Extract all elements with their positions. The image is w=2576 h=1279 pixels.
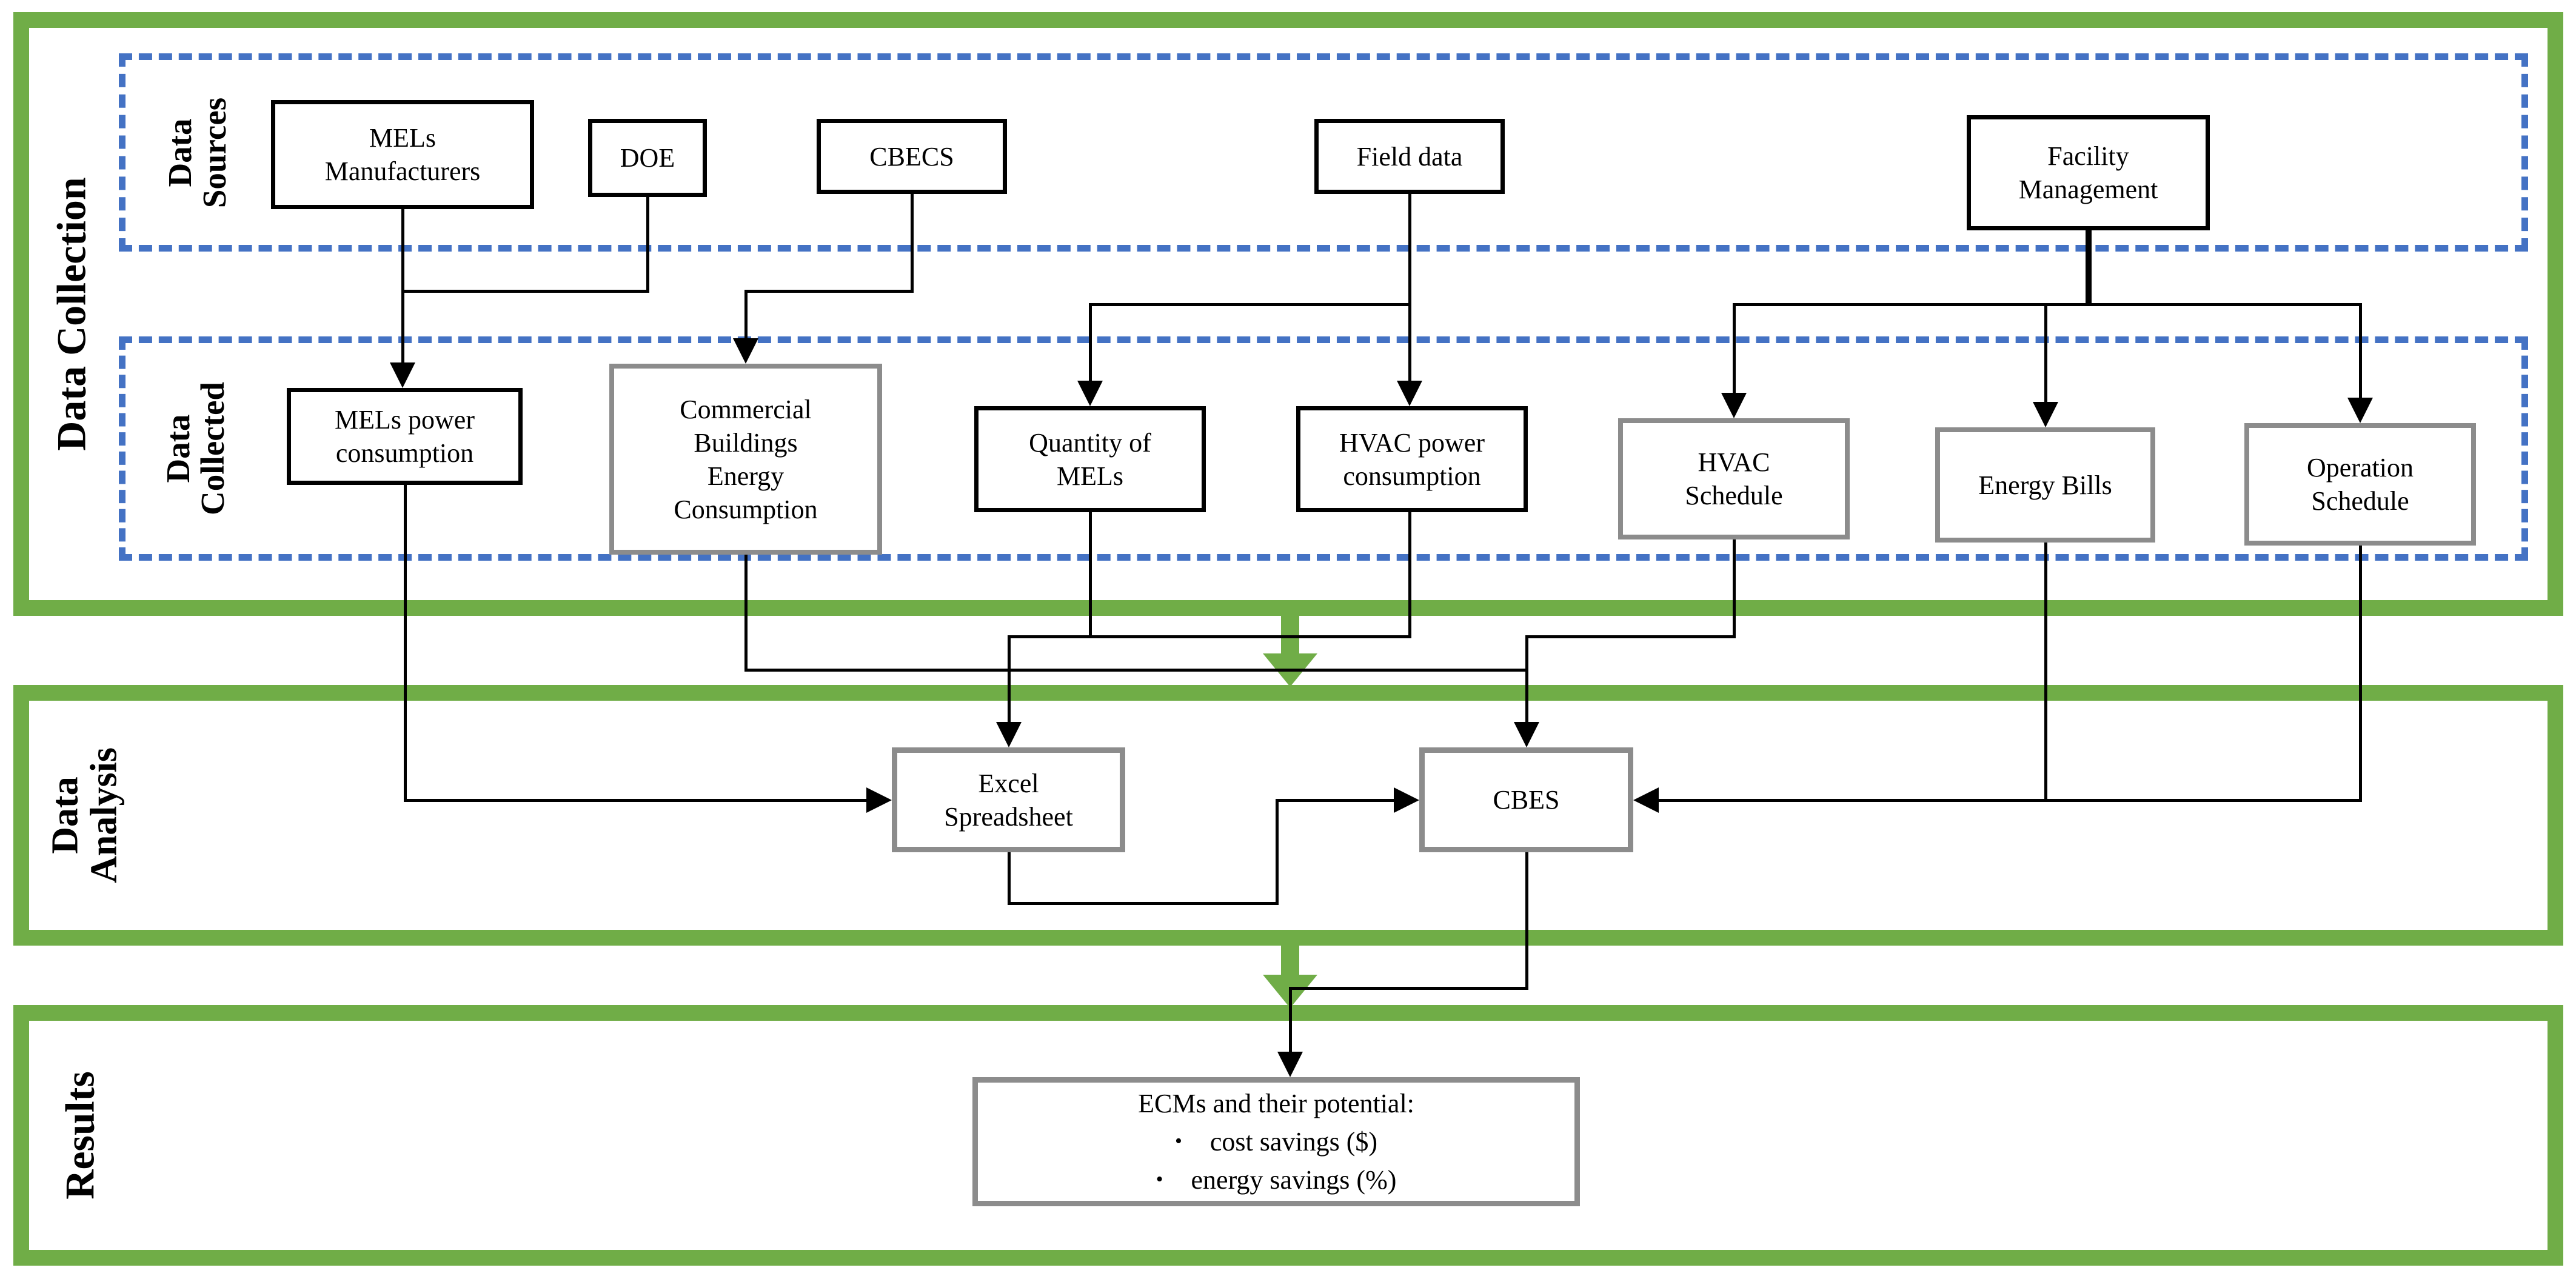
connector-hvac-schedule-elbow xyxy=(1525,635,1736,638)
connector-excel-out-right xyxy=(1008,902,1279,905)
label-data-analysis: Data Analysis xyxy=(44,747,125,883)
box-cbecs: CBECS xyxy=(817,119,1007,194)
box-hvac-schedule-label: HVAC Schedule xyxy=(1685,447,1783,510)
box-ecms-results: ECMs and their potential: • cost savings… xyxy=(972,1077,1580,1206)
connector-facility-management-down xyxy=(2086,230,2092,306)
connector-to-operation-schedule xyxy=(2359,303,2362,399)
connector-cbes-out-down xyxy=(1525,852,1528,989)
connector-drop-into-ecms xyxy=(1289,987,1292,1052)
ecms-bullet-cost-savings-text: cost savings ($) xyxy=(1209,1127,1378,1157)
box-doe: DOE xyxy=(588,119,707,197)
connector-to-quantity-mels xyxy=(1089,303,1092,382)
connector-mels-power-down xyxy=(404,485,407,801)
ecms-bullet-energy-savings: • energy savings (%) xyxy=(1156,1163,1397,1197)
connector-mels-power-elbow xyxy=(404,799,868,802)
dashed-group-data-collected xyxy=(119,336,2528,561)
box-operation-schedule: Operation Schedule xyxy=(2244,423,2476,546)
box-cbes-label: CBES xyxy=(1493,785,1560,815)
connector-energy-bills-down xyxy=(2044,543,2047,801)
connector-to-hvac-power xyxy=(1408,303,1411,382)
arrowhead-into-energy-bills xyxy=(2033,402,2058,427)
connector-excel-out-into-cbes xyxy=(1276,799,1395,802)
box-excel-spreadsheet-label: Excel Spreadsheet xyxy=(944,768,1073,832)
connector-hvac-schedule-down xyxy=(1733,539,1736,638)
connector-field-data-down xyxy=(1408,194,1411,306)
box-quantity-mels-label: Quantity of MELs xyxy=(1029,427,1151,491)
box-operation-schedule-label: Operation Schedule xyxy=(2307,453,2414,516)
connector-cbecs-elbow xyxy=(744,290,914,293)
box-hvac-schedule: HVAC Schedule xyxy=(1618,418,1850,539)
box-cbes: CBES xyxy=(1419,747,1633,852)
box-commercial-buildings-label: Commercial Buildings Energy Consumption xyxy=(674,394,818,524)
connector-cbecs-drop xyxy=(744,290,748,339)
box-facility-management: Facility Management xyxy=(1967,115,2210,230)
arrowhead-into-cbes-top xyxy=(1514,722,1539,747)
arrowhead-into-cbes-left xyxy=(1394,787,1419,813)
connector-to-hvac-schedule xyxy=(1733,303,1736,394)
box-mels-power: MELs power consumption xyxy=(287,388,523,485)
box-mels-power-label: MELs power consumption xyxy=(335,405,475,468)
section-data-analysis xyxy=(13,685,2563,946)
collector-line-into-cbes-right xyxy=(1658,799,2362,802)
arrowhead-into-mels-power xyxy=(390,362,415,388)
box-hvac-power-label: HVAC power consumption xyxy=(1339,427,1485,491)
ecms-bullet-energy-savings-text: energy savings (%) xyxy=(1191,1165,1397,1195)
box-mels-manufacturers-label: MELs Manufacturers xyxy=(324,123,481,186)
connector-excel-out-down xyxy=(1008,852,1011,904)
collector-line-to-excel xyxy=(1008,635,1411,638)
arrowhead-into-commercial-buildings xyxy=(733,338,758,364)
green-flow-arrow-2-shaft xyxy=(1281,946,1299,975)
box-energy-bills: Energy Bills xyxy=(1935,427,2155,543)
bullet-icon: • xyxy=(1174,1130,1182,1153)
connector-field-data-split xyxy=(1089,303,1411,306)
box-facility-management-label: Facility Management xyxy=(2018,141,2158,204)
box-field-data: Field data xyxy=(1314,119,1505,194)
connector-operation-schedule-down xyxy=(2359,546,2362,801)
box-excel-spreadsheet: Excel Spreadsheet xyxy=(892,747,1125,852)
connector-drop-into-cbes xyxy=(1525,635,1528,724)
green-flow-arrow-1-shaft xyxy=(1281,616,1299,653)
bullet-icon: • xyxy=(1156,1168,1163,1191)
arrowhead-into-operation-schedule xyxy=(2347,398,2373,423)
connector-commercial-buildings-down xyxy=(744,555,748,671)
box-mels-manufacturers: MELs Manufacturers xyxy=(271,100,534,209)
label-data-collection: Data Collection xyxy=(48,177,95,451)
box-hvac-power: HVAC power consumption xyxy=(1296,406,1528,512)
ecms-bullet-cost-savings: • cost savings ($) xyxy=(1175,1125,1377,1158)
box-commercial-buildings: Commercial Buildings Energy Consumption xyxy=(609,364,882,555)
label-results: Results xyxy=(56,1071,103,1200)
arrowhead-into-excel-left xyxy=(866,787,892,813)
collector-line-to-cbes xyxy=(744,669,1528,672)
arrowhead-into-cbes-right xyxy=(1633,787,1659,813)
box-doe-label: DOE xyxy=(620,143,675,173)
section-data-collection xyxy=(13,12,2563,616)
box-quantity-mels: Quantity of MELs xyxy=(974,406,1206,512)
connector-quantity-mels-down xyxy=(1089,512,1092,638)
label-data-sources: Data Sources xyxy=(161,97,233,209)
connector-mels-manufacturers-down xyxy=(401,209,404,364)
connector-doe-down xyxy=(646,197,649,292)
ecms-title: ECMs and their potential: xyxy=(1138,1089,1414,1118)
label-data-collected: Data Collected xyxy=(159,382,231,515)
connector-to-energy-bills xyxy=(2044,303,2047,402)
box-cbecs-label: CBECS xyxy=(869,141,954,172)
arrowhead-into-ecms xyxy=(1277,1052,1303,1077)
dashed-group-data-sources xyxy=(119,53,2528,252)
connector-drop-into-excel xyxy=(1008,635,1011,724)
arrowhead-into-hvac-schedule xyxy=(1721,393,1747,418)
box-field-data-label: Field data xyxy=(1356,141,1463,172)
connector-hvac-power-down xyxy=(1408,512,1411,638)
box-energy-bills-label: Energy Bills xyxy=(1978,470,2112,500)
arrowhead-into-quantity-mels xyxy=(1077,381,1103,406)
connector-excel-out-up xyxy=(1276,800,1279,904)
connector-doe-elbow xyxy=(401,290,649,293)
arrowhead-into-hvac-power xyxy=(1397,381,1422,406)
connector-cbecs-down xyxy=(911,194,914,292)
connector-cbes-out-left xyxy=(1289,987,1528,990)
arrowhead-into-excel-top xyxy=(996,722,1022,747)
